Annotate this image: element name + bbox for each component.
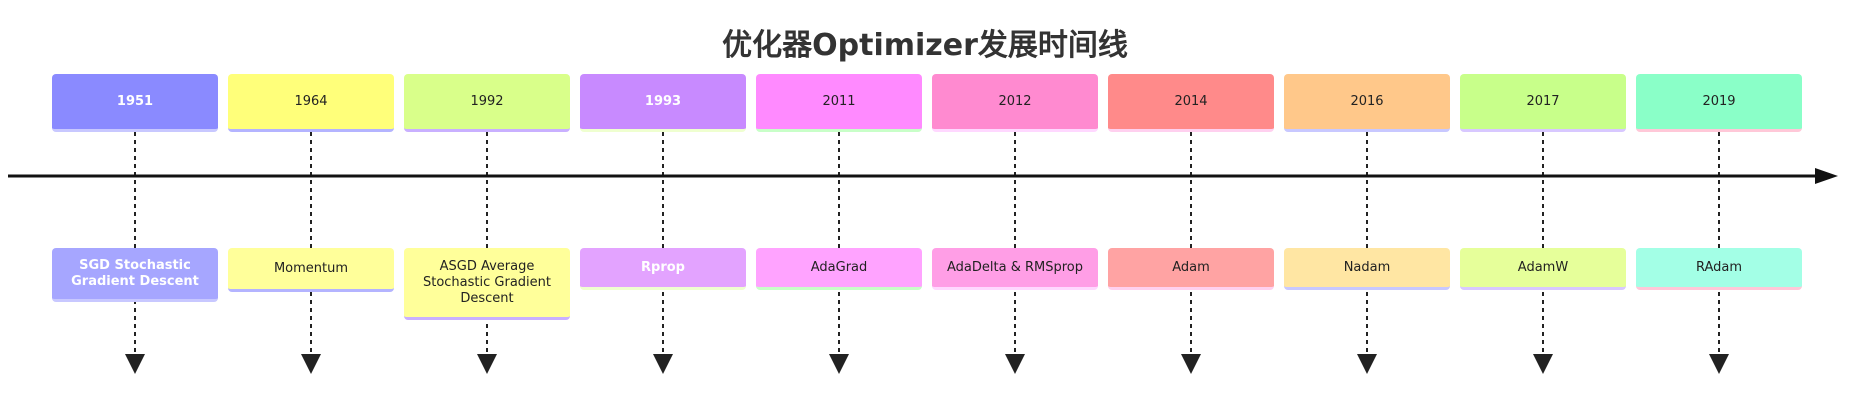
year-box: 1964 [228, 74, 394, 132]
event-box: Nadam [1284, 248, 1450, 290]
year-box: 1993 [580, 74, 746, 132]
year-box: 2019 [1636, 74, 1802, 132]
year-box: 1992 [404, 74, 570, 132]
year-box: 2012 [932, 74, 1098, 132]
event-box: AdamW [1460, 248, 1626, 290]
event-box: Momentum [228, 248, 394, 292]
event-box: AdaDelta & RMSprop [932, 248, 1098, 290]
event-box: AdaGrad [756, 248, 922, 290]
event-box: SGD Stochastic Gradient Descent [52, 248, 218, 302]
event-box: Adam [1108, 248, 1274, 290]
year-box: 1951 [52, 74, 218, 132]
year-box: 2016 [1284, 74, 1450, 132]
timeline-axis-arrowhead-icon [1815, 168, 1838, 184]
year-box: 2011 [756, 74, 922, 132]
event-box: ASGD Average Stochastic Gradient Descent [404, 248, 570, 320]
year-box: 2017 [1460, 74, 1626, 132]
timeline-title: 优化器Optimizer发展时间线 [722, 28, 1128, 63]
event-box: RAdam [1636, 248, 1802, 290]
event-box: Rprop [580, 248, 746, 290]
year-box: 2014 [1108, 74, 1274, 132]
